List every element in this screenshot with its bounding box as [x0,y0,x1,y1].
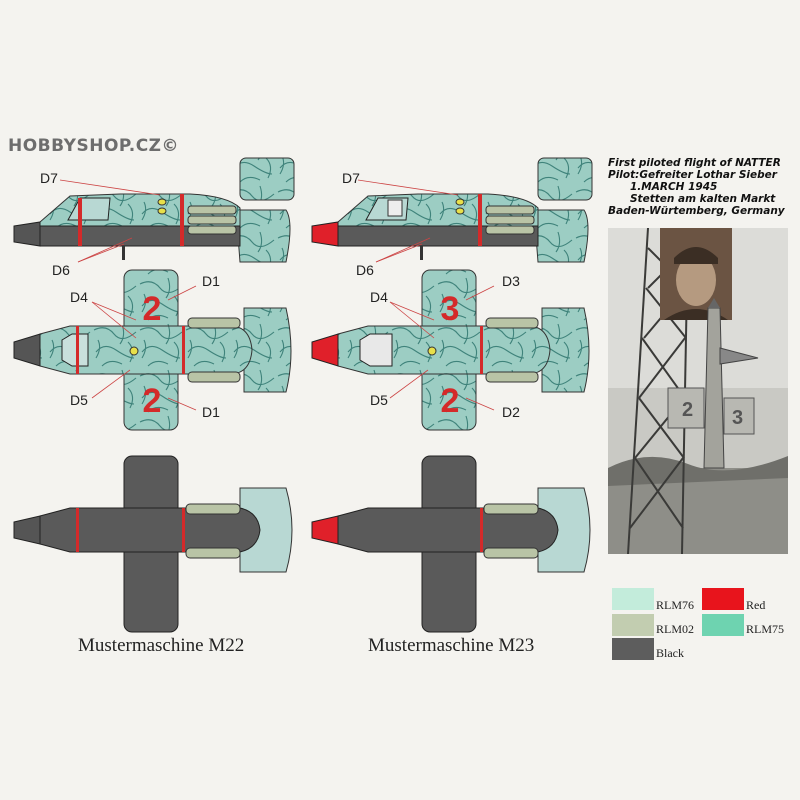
legend-label-rlm76: RLM76 [656,598,695,612]
swatch-rlm75 [702,614,744,636]
m22-wing-number-bottom: 2 [143,382,162,420]
info-line: Pilot:Gefreiter Lothar Sieber [608,169,777,181]
info-line: Baden-Würtemberg, Germany [608,205,785,217]
m23-drawings: 3 2 [311,157,593,633]
m23-bottom-view [311,455,591,633]
m22-top-view: 2 2 [13,269,292,431]
info-line: First piloted flight of NATTER [608,157,781,169]
m22-callout-top-left-up: D4 [70,289,88,305]
m23-top-view: 3 2 [311,269,590,431]
m23-model-name: Mustermaschine M23 [368,635,535,656]
drawings-canvas: 2 2 [13,157,593,633]
svg-text:3: 3 [732,407,743,429]
swatch-red [702,588,744,610]
legend-label-red: Red [746,598,766,612]
m23-callout-top-right-up: D3 [502,273,520,289]
m23-side-view [311,157,593,263]
m22-callout-side-bottom: D6 [52,262,70,278]
legend-label-rlm75: RLM75 [746,622,785,636]
legend-label-black: Black [656,646,684,660]
info-line: Stetten am kalten Markt [630,193,776,205]
m23-callout-side-bottom: D6 [356,262,374,278]
m22-side-view [13,157,295,263]
m22-callout-top-right-down: D1 [202,404,220,420]
color-legend: RLM76 Red RLM02 RLM75 Black [612,586,798,666]
m23-callout-side-top: D7 [342,170,360,186]
m23-callout-top-left-down: D5 [370,392,388,408]
svg-text:2: 2 [682,399,693,421]
watermark: HOBBYSHOP.CZ© [8,136,179,156]
m23-callout-top-left-up: D4 [370,289,388,305]
m22-callout-side-top: D7 [40,170,58,186]
m23-wing-number-top: 3 [441,290,460,328]
m23-wing-number-bottom: 2 [441,382,460,420]
m23-callout-top-right-down: D2 [502,404,520,420]
m22-callout-top-right-up: D1 [202,273,220,289]
m22-wing-number-top: 2 [143,290,162,328]
swatch-black [612,638,654,660]
info-line: 1.MARCH 1945 [630,181,718,193]
m22-bottom-view [13,455,293,633]
m22-callout-top-left-down: D5 [70,392,88,408]
legend-label-rlm02: RLM02 [656,622,695,636]
m22-model-name: Mustermaschine M22 [78,635,245,656]
swatch-rlm76 [612,588,654,610]
m22-drawings: 2 2 [13,157,295,633]
historical-photo: 2 3 [608,228,788,554]
flight-info-text: First piloted flight of NATTER Pilot:Gef… [608,157,798,217]
swatch-rlm02 [612,614,654,636]
